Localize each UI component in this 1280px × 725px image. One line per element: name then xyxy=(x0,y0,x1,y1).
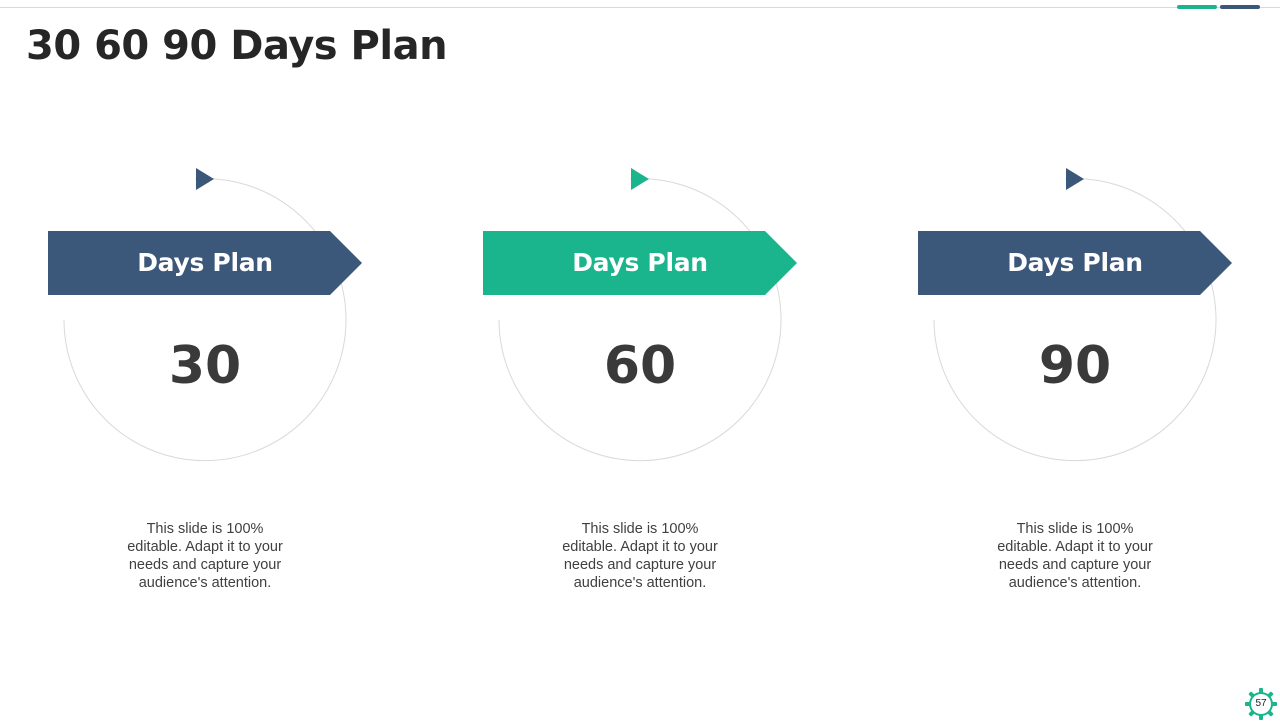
page-number-badge: 57 xyxy=(1244,687,1278,721)
plan-number: 60 xyxy=(603,336,677,396)
progress-ring xyxy=(498,168,782,462)
top-divider xyxy=(0,7,1280,8)
accent-bar-navy xyxy=(1220,5,1260,9)
plan-description: This slide is 100% editable. Adapt it to… xyxy=(997,521,1153,591)
plan-banner-label: Days Plan xyxy=(572,248,708,277)
plan-banner: Days Plan xyxy=(918,231,1232,295)
triangle-arrow-icon xyxy=(1066,168,1084,190)
plan-card-30: Days Plan 30 This slide is 100% editable… xyxy=(35,160,375,630)
plan-banner-label: Days Plan xyxy=(137,248,273,277)
plan-banner: Days Plan xyxy=(483,231,797,295)
gear-icon xyxy=(1245,688,1277,720)
plan-description: This slide is 100% editable. Adapt it to… xyxy=(562,521,718,591)
page-number: 57 xyxy=(1255,698,1267,709)
triangle-arrow-icon xyxy=(631,168,649,190)
plan-card-90: Days Plan 90 This slide is 100% editable… xyxy=(905,160,1245,630)
plan-number: 90 xyxy=(1038,336,1112,396)
progress-ring xyxy=(933,168,1217,462)
plan-description: This slide is 100% editable. Adapt it to… xyxy=(127,521,283,591)
accent-bar-teal xyxy=(1177,5,1217,9)
plan-number: 30 xyxy=(168,336,242,396)
plan-banner: Days Plan xyxy=(48,231,362,295)
plan-card-60: Days Plan 60 This slide is 100% editable… xyxy=(470,160,810,630)
page-title: 30 60 90 Days Plan xyxy=(26,23,448,69)
plan-banner-label: Days Plan xyxy=(1007,248,1143,277)
progress-ring xyxy=(63,168,347,462)
triangle-arrow-icon xyxy=(196,168,214,190)
